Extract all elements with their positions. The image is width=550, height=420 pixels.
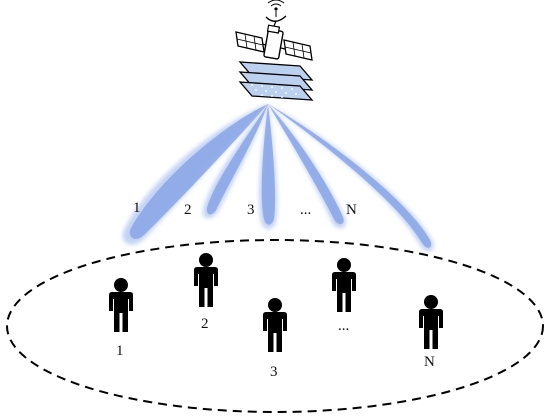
beam-1 xyxy=(122,104,268,245)
beam-label-1: 1 xyxy=(133,200,141,216)
beam-2 xyxy=(202,104,268,219)
beam-group xyxy=(122,104,434,252)
beam-3 xyxy=(259,104,278,230)
solar-panel-left xyxy=(235,31,265,53)
antenna-array-icon xyxy=(238,61,314,101)
user-label-1: 1 xyxy=(116,343,124,359)
user-group xyxy=(109,253,443,352)
person-icon xyxy=(419,295,443,349)
person-icon xyxy=(263,298,287,352)
solar-panel-right xyxy=(283,39,313,61)
beam-label-3: 3 xyxy=(247,202,255,218)
user-label-2: 2 xyxy=(201,316,209,332)
person-icon xyxy=(194,253,218,307)
coverage-area-ellipse xyxy=(6,239,544,413)
user-label-3: 3 xyxy=(270,364,278,380)
beam-label-n: N xyxy=(346,202,357,218)
user-label-ellipsis: ... xyxy=(338,318,349,334)
user-label-n: N xyxy=(424,354,435,370)
person-icon xyxy=(109,278,133,332)
satellite-icon xyxy=(235,0,313,61)
beam-label-2: 2 xyxy=(184,202,192,218)
beam-4 xyxy=(268,104,346,229)
beam-label-ellipsis: ... xyxy=(300,202,311,218)
beam-n xyxy=(268,104,434,252)
array-layer-3 xyxy=(238,81,314,101)
person-icon xyxy=(332,258,356,312)
